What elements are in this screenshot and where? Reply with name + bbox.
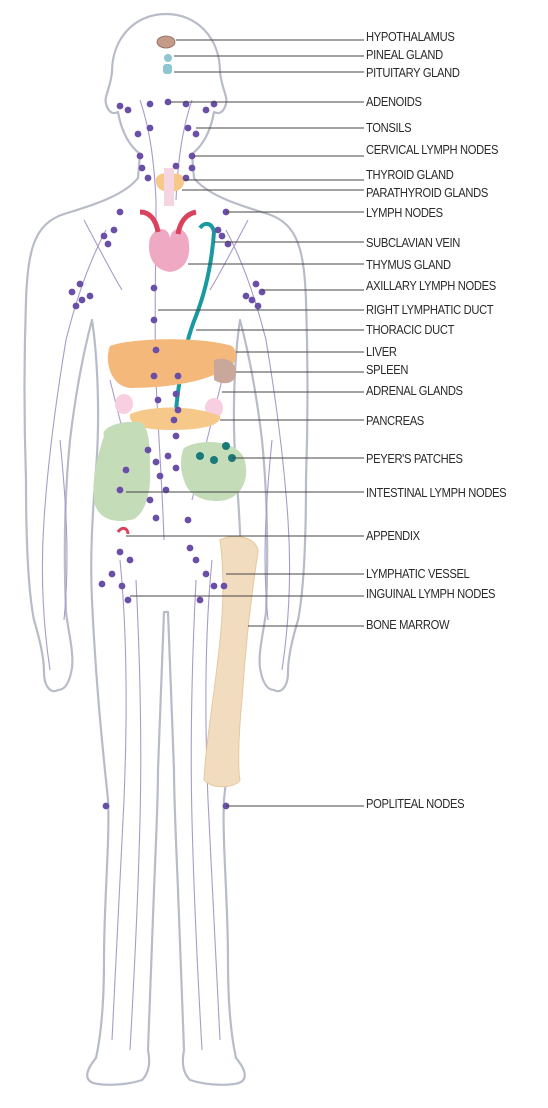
lymph-node xyxy=(69,289,76,296)
lymph-node xyxy=(103,803,110,810)
lymph-node xyxy=(193,131,200,138)
lymph-node xyxy=(119,583,126,590)
label-lymph-nodes: LYMPH NODES xyxy=(366,206,443,220)
label-tonsils: TONSILS xyxy=(366,121,411,135)
lymph-node xyxy=(127,557,134,564)
hypothalamus-organ xyxy=(157,36,175,48)
lymph-node xyxy=(117,549,124,556)
lymph-node xyxy=(153,459,160,466)
lymph-node xyxy=(219,233,226,240)
lymph-node xyxy=(171,417,178,424)
lymph-node xyxy=(221,583,228,590)
lymph-node xyxy=(185,125,192,132)
lymph-node xyxy=(73,303,80,310)
lymph-node xyxy=(117,103,124,110)
lymph-node xyxy=(137,153,144,160)
lymph-node xyxy=(153,347,160,354)
lymph-node xyxy=(145,175,152,182)
lymph-node xyxy=(173,465,180,472)
lymph-node xyxy=(135,131,142,138)
lymph-node xyxy=(255,303,262,310)
lymph-node xyxy=(125,597,132,604)
lymph-node xyxy=(203,107,210,114)
lymph-node xyxy=(147,125,154,132)
label-cervical: CERVICAL LYMPH NODES xyxy=(366,143,498,157)
label-subclavian: SUBCLAVIAN VEIN xyxy=(366,236,460,250)
label-pineal: PINEAL GLAND xyxy=(366,48,443,62)
lymph-node xyxy=(111,227,118,234)
lymph-node xyxy=(249,297,256,304)
label-adenoids: ADENOIDS xyxy=(366,95,422,109)
lymph-node xyxy=(173,163,180,170)
lymph-node xyxy=(109,571,116,578)
lymph-node xyxy=(79,297,86,304)
lymph-node xyxy=(243,293,250,300)
lymph-node xyxy=(211,583,218,590)
trachea xyxy=(164,168,174,206)
label-axillary: AXILLARY LYMPH NODES xyxy=(366,279,496,293)
label-adrenal: ADRENAL GLANDS xyxy=(366,384,463,398)
label-thymus: THYMUS GLAND xyxy=(366,258,451,272)
lymph-node xyxy=(173,391,180,398)
label-thoracic: THORACIC DUCT xyxy=(366,323,454,337)
lymph-node xyxy=(123,467,130,474)
lymph-node xyxy=(197,597,204,604)
lymph-node xyxy=(147,497,154,504)
lymph-node xyxy=(117,209,124,216)
lymph-node xyxy=(193,557,200,564)
lymph-node xyxy=(153,515,160,522)
label-spleen: SPLEEN xyxy=(366,363,408,377)
peyers-patch xyxy=(210,456,218,464)
lymph-node xyxy=(151,285,158,292)
lymph-node xyxy=(151,373,158,380)
lymph-node xyxy=(117,487,124,494)
label-pancreas: PANCREAS xyxy=(366,414,424,428)
lymph-node xyxy=(187,545,194,552)
lymph-node xyxy=(105,241,112,248)
adrenal-left xyxy=(115,394,133,414)
lymph-node xyxy=(77,281,84,288)
label-vessel: LYMPHATIC VESSEL xyxy=(366,567,469,581)
lymph-node xyxy=(145,447,152,454)
label-hypothalamus: HYPOTHALAMUS xyxy=(366,30,454,44)
label-liver: LIVER xyxy=(366,345,397,359)
label-appendix: APPENDIX xyxy=(366,529,420,543)
lymph-node xyxy=(125,107,132,114)
label-popliteal: POPLITEAL NODES xyxy=(366,797,464,811)
pituitary-organ xyxy=(163,64,172,74)
label-intestinal: INTESTINAL LYMPH NODES xyxy=(366,486,506,500)
lymph-node xyxy=(175,373,182,380)
lymph-node xyxy=(139,165,146,172)
lymph-node xyxy=(157,473,164,480)
label-inguinal: INGUINAL LYMPH NODES xyxy=(366,587,495,601)
lymph-node xyxy=(155,397,162,404)
lymph-node xyxy=(189,165,196,172)
lymph-node xyxy=(147,101,154,108)
lymph-node xyxy=(99,581,106,588)
lymph-node xyxy=(173,433,180,440)
label-peyers: PEYER'S PATCHES xyxy=(366,452,463,466)
lymph-node xyxy=(253,281,260,288)
label-right-duct: RIGHT LYMPHATIC DUCT xyxy=(366,303,493,317)
peyers-patch xyxy=(222,442,230,450)
lymph-node xyxy=(215,227,222,234)
label-pituitary: PITUITARY GLAND xyxy=(366,66,460,80)
label-marrow: BONE MARROW xyxy=(366,618,449,632)
lymph-node xyxy=(185,517,192,524)
label-parathyroid: PARATHYROID GLANDS xyxy=(366,186,488,200)
lymph-node xyxy=(175,407,182,414)
label-thyroid: THYROID GLAND xyxy=(366,168,453,182)
lymph-node xyxy=(151,317,158,324)
peyers-patch xyxy=(196,452,204,460)
lymph-node xyxy=(165,453,172,460)
lymph-node xyxy=(203,571,210,578)
lymph-node xyxy=(87,293,94,300)
pineal-organ xyxy=(164,54,172,62)
lymph-node xyxy=(101,233,108,240)
